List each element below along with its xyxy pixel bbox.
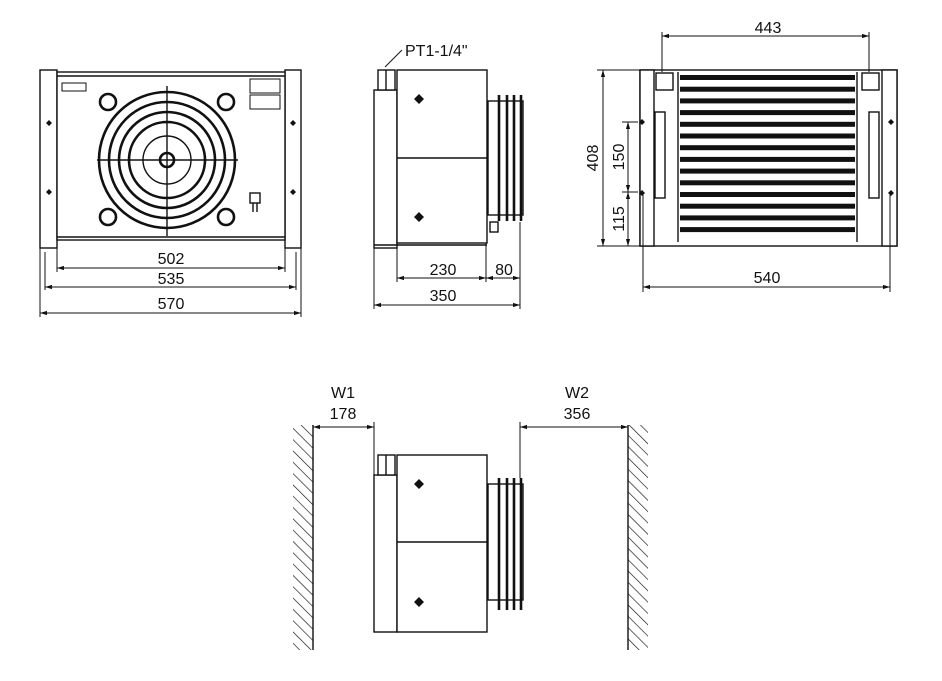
- w2-label: W2: [565, 385, 589, 402]
- coil-slat: [680, 75, 855, 80]
- side-column: [373, 89, 398, 249]
- left-flange: [39, 69, 58, 249]
- w1-label: W1: [331, 385, 355, 402]
- coil-slat: [680, 98, 855, 104]
- dim-80: 80: [495, 262, 513, 279]
- coil-slat: [680, 145, 855, 151]
- label-plate: [61, 82, 87, 92]
- left-wall: [293, 425, 313, 650]
- dim-408: 408: [585, 145, 602, 172]
- dim-570: 570: [158, 296, 185, 313]
- warning-label-icon: [249, 78, 281, 94]
- dim-540: 540: [754, 270, 781, 287]
- coil-slat: [680, 192, 855, 197]
- unit-side: [396, 454, 488, 633]
- fan-guard-icon: [97, 86, 238, 236]
- coil-slat: [680, 86, 855, 92]
- side-body: [396, 69, 488, 244]
- right-flange: [284, 69, 302, 249]
- w1-value: 178: [330, 406, 357, 423]
- coil-slat: [680, 203, 855, 209]
- coil-slat: [680, 110, 855, 116]
- coil-slat: [680, 121, 855, 127]
- side-view: PT1-1/4" 230 80 350: [373, 43, 524, 309]
- fan-guard-side: [487, 95, 524, 233]
- coil-slat: [680, 133, 855, 139]
- right-wall: [628, 425, 648, 650]
- front-view: 502 535 570: [39, 69, 302, 317]
- junction-box-icon: [249, 192, 261, 212]
- w2-value: 356: [564, 406, 591, 423]
- coil-slat: [680, 168, 855, 174]
- coil-slats: [680, 75, 855, 233]
- dim-230: 230: [430, 262, 457, 279]
- warning-label-icon: [249, 94, 281, 110]
- dim-535: 535: [158, 271, 185, 288]
- coil-slat: [680, 180, 855, 186]
- dim-150: 150: [611, 144, 628, 171]
- coil-slat: [680, 156, 855, 162]
- port-label: PT1-1/4": [405, 43, 468, 60]
- top-view: 443 408 150 115 540: [585, 20, 898, 292]
- coil-slat: [680, 215, 855, 221]
- front-body: [56, 71, 286, 241]
- dim-115: 115: [611, 206, 628, 232]
- coil-slat: [680, 227, 855, 233]
- dim-350: 350: [430, 288, 457, 305]
- dim-502: 502: [158, 251, 185, 268]
- dim-443: 443: [755, 20, 782, 37]
- clearance-view: W1 178 W2 356: [293, 385, 648, 650]
